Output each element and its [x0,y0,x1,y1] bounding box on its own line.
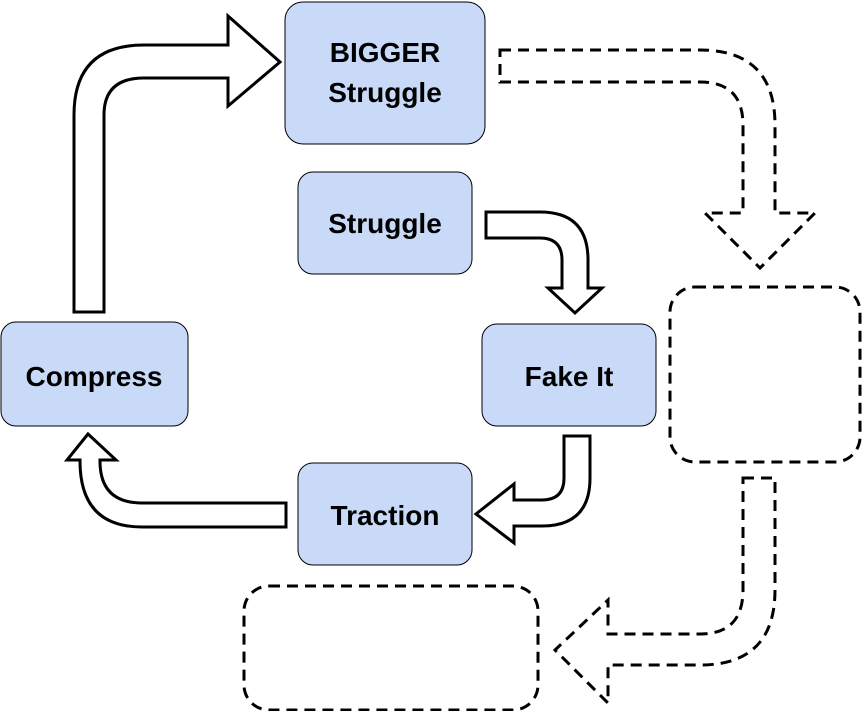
arrow-traction-to-compress [63,431,288,529]
node-empty-right [668,285,862,464]
node-fake-it: Fake It [481,323,657,427]
node-bigger-struggle-line1: BIGGER [330,37,440,68]
node-compress: Compress [0,321,189,427]
arrow-compress-to-bigger [72,12,283,314]
node-struggle-label: Struggle [328,208,442,239]
dashed-arrow-empty-right-to-empty-bottom [552,476,777,707]
node-empty-bottom [242,584,540,711]
arrow-fake-it-to-traction [473,434,592,547]
dashed-arrow-bigger-to-empty-right [498,48,819,271]
node-fake-it-label: Fake It [525,361,614,392]
node-bigger-struggle-line2: Struggle [328,77,442,108]
arrow-struggle-to-fake-it [484,210,606,316]
node-compress-label: Compress [26,361,163,392]
node-bigger-struggle: BIGGER Struggle [284,1,486,145]
node-traction-label: Traction [331,500,440,531]
node-traction: Traction [297,462,473,566]
node-struggle: Struggle [297,171,473,275]
